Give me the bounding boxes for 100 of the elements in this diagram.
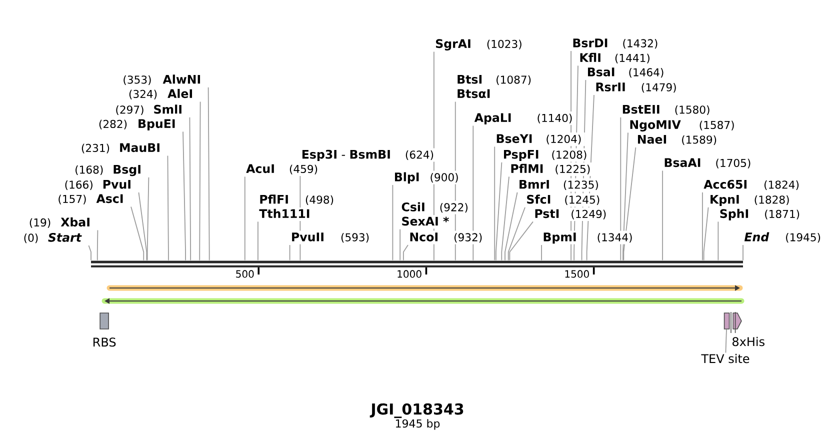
leader-line [622, 132, 628, 261]
enzyme-name: PspFI [504, 150, 538, 162]
leader-line [509, 221, 534, 261]
cut-position: (593) [341, 233, 369, 243]
leader-line [574, 65, 578, 261]
enzyme-name: KflI [580, 52, 600, 62]
cut-position: (1245) [565, 195, 600, 206]
leader-line [289, 244, 290, 261]
leader-line [742, 244, 744, 261]
enzyme-name: BmrI [520, 180, 549, 189]
leader-line [623, 146, 636, 261]
leader-line [504, 192, 518, 261]
enzyme-name: KpnI [710, 195, 739, 206]
leader-line [454, 101, 456, 261]
terminus-label: End [744, 232, 770, 242]
leader-line [496, 162, 502, 261]
cut-position: (19) [30, 218, 50, 228]
cut-position: (297) [116, 105, 144, 116]
enzyme-name: AcuI [246, 164, 274, 174]
enzyme-name: MauBI [120, 143, 160, 152]
cut-position: (932) [454, 233, 482, 243]
leader-line [182, 131, 186, 261]
leader-line [167, 155, 169, 261]
cut-position: (624) [406, 150, 434, 160]
leader-line [718, 221, 719, 261]
cut-position: (168) [76, 165, 103, 176]
enzyme-name: NgoMIV [630, 120, 681, 132]
cut-position: (1945) [786, 233, 820, 243]
cut-position: (1140) [538, 114, 572, 124]
cut-position: (1204) [546, 134, 581, 144]
cut-position: (1705) [716, 158, 750, 168]
enzyme-name: Esp3I - BsmBI [302, 150, 390, 162]
leader-line [392, 184, 394, 261]
cut-position: (353) [124, 75, 151, 86]
cut-position: (1208) [552, 150, 586, 160]
cut-position: (1441) [615, 54, 650, 64]
leader-line [472, 125, 474, 261]
feature-label: 8xHis [732, 336, 764, 346]
enzyme-name: BseYI [496, 134, 532, 144]
cut-position: (1464) [629, 68, 664, 78]
cut-position: (1432) [623, 39, 658, 49]
leader-line [620, 116, 622, 261]
leader-line [244, 176, 246, 261]
enzyme-name: BtsI [458, 75, 482, 84]
leader-line [96, 230, 98, 261]
leader-line [199, 101, 201, 261]
cut-position: (157) [58, 194, 86, 204]
terminus-label: Start [48, 232, 82, 242]
cut-position: (1824) [764, 180, 799, 190]
cut-position: (1828) [754, 195, 789, 206]
enzyme-name: BsgI [114, 165, 140, 176]
enzyme-name: BsrDI [573, 38, 608, 48]
enzyme-name: SphI [720, 208, 748, 220]
enzyme-name: XbaI [60, 217, 90, 227]
cut-position: (498) [306, 195, 334, 206]
leader-line [725, 328, 727, 354]
leader-line [541, 244, 542, 261]
feature-label: RBS [94, 338, 116, 347]
leader-line [130, 206, 144, 261]
cut-position: (1235) [564, 180, 598, 190]
enzyme-name: RsrII [596, 82, 625, 92]
leader-line [586, 94, 594, 261]
enzyme-name: PflMI [511, 164, 543, 173]
leader-line [400, 228, 401, 261]
cut-position: (922) [440, 203, 468, 213]
enzyme-name: BtsαI [458, 89, 490, 98]
enzyme-name: NaeI [638, 135, 666, 144]
sequence-length: 1945 bp [396, 419, 440, 430]
enzyme-name: AleI [168, 88, 192, 98]
leader-line [88, 245, 92, 261]
enzyme-name: SmlI [154, 104, 182, 114]
enzyme-name: AscI [96, 194, 123, 204]
feature-box [724, 312, 730, 330]
leader-line [402, 244, 408, 261]
enzyme-name: BstEII [622, 105, 660, 114]
orf-feature [102, 298, 744, 304]
cut-position: (282) [99, 120, 127, 130]
leader-line [494, 146, 496, 261]
leader-line [702, 192, 703, 261]
cut-position: (1871) [765, 210, 800, 220]
cut-position: (1225) [556, 164, 590, 174]
enzyme-name: BpmI [544, 232, 576, 244]
cut-position: (900) [430, 173, 458, 183]
enzyme-name: BpuEI [138, 119, 175, 130]
enzyme-name: AlwNI [162, 74, 200, 84]
enzyme-name: SgrAI [436, 39, 470, 50]
leader-line [189, 116, 192, 261]
enzyme-name: PvuII [292, 232, 324, 242]
leader-line [146, 176, 150, 261]
cut-position: (1087) [496, 75, 531, 86]
leader-line [570, 50, 572, 261]
cut-position: (1249) [572, 210, 606, 220]
cut-position: (166) [65, 180, 92, 190]
leader-line [501, 176, 510, 261]
leader-line [508, 206, 526, 261]
cut-position: (1023) [487, 40, 522, 50]
scale-number: 500 [236, 270, 254, 278]
cut-position: (231) [82, 144, 110, 154]
scale-number: 1500 [565, 270, 589, 278]
cut-position: (0) [24, 234, 38, 244]
